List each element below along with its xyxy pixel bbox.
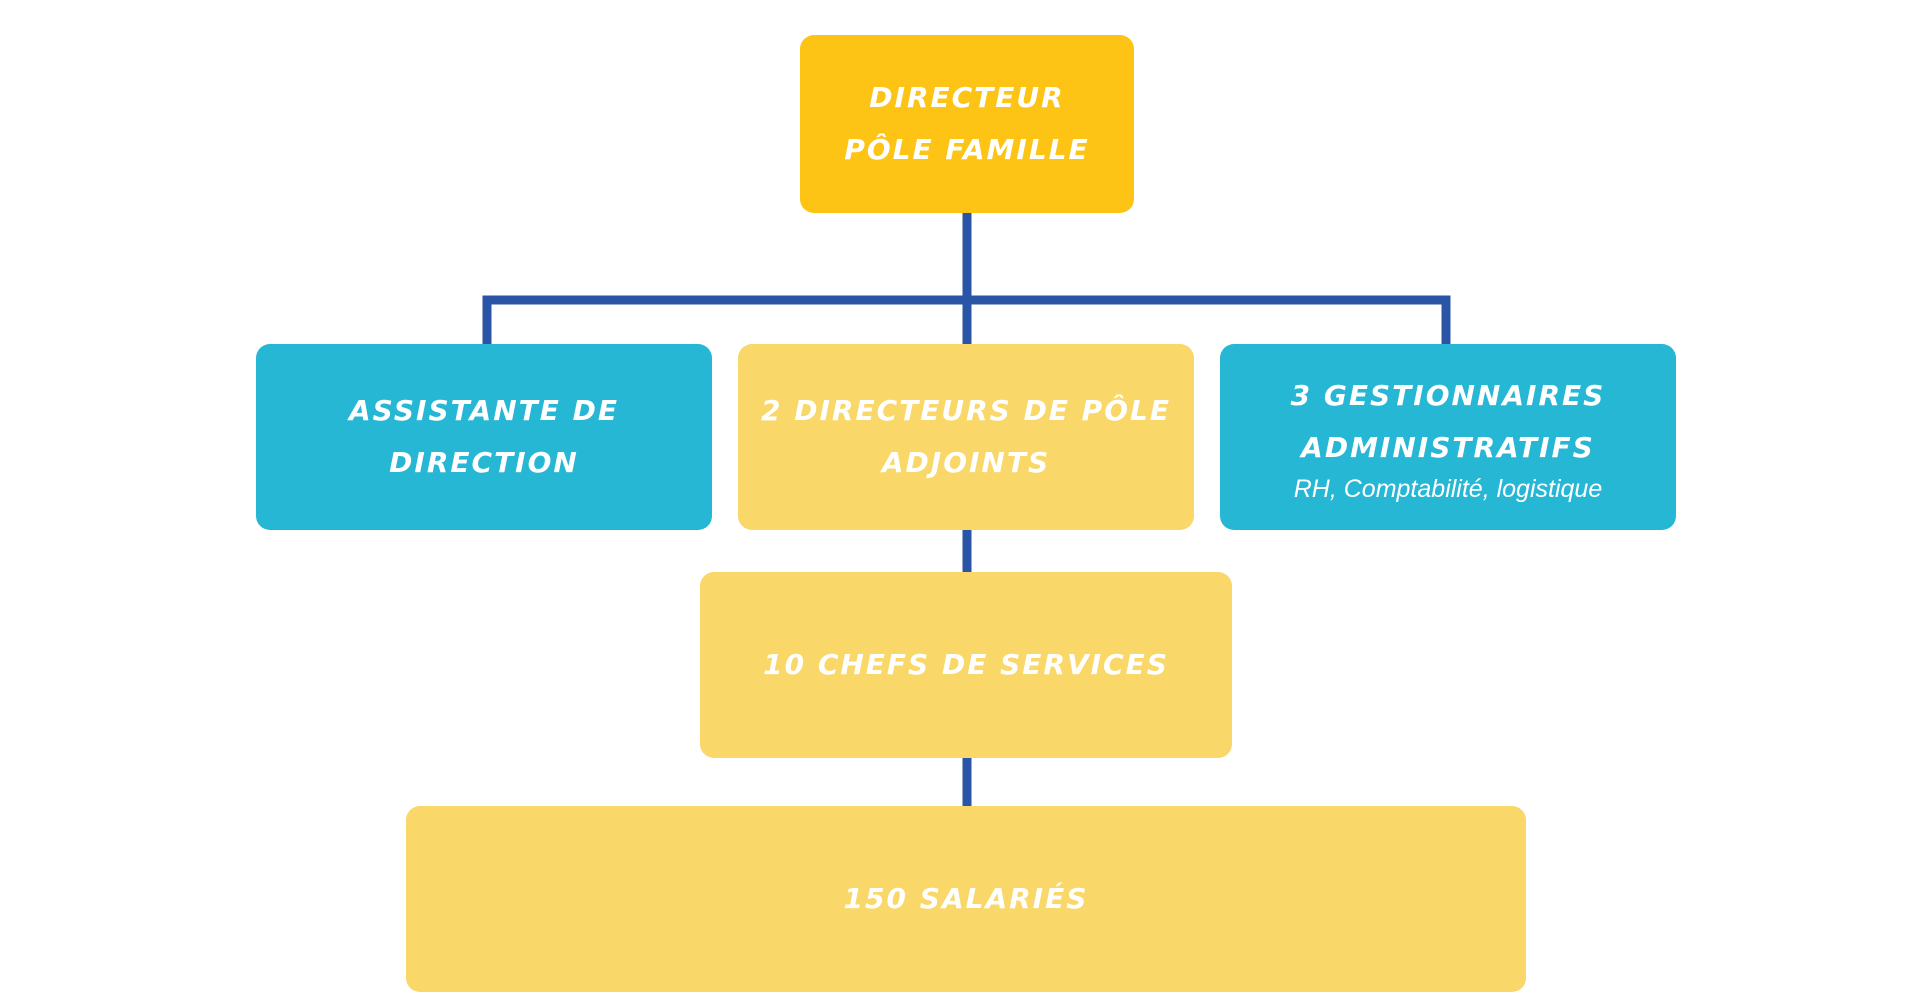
- chefs-box: 10 CHEFS DE SERVICES: [700, 572, 1232, 758]
- adjoints-label-line-1: 2 DIRECTEURS DE PÔLE: [761, 394, 1171, 427]
- chefs-label: 10 CHEFS DE SERVICES: [763, 648, 1169, 681]
- gestionnaires-subtitle: RH, Comptabilité, logistique: [1293, 475, 1603, 503]
- gestionnaires-label-line-2: ADMINISTRATIFS: [1301, 431, 1595, 464]
- gestionnaires-label-line-1: 3 GESTIONNAIRES: [1290, 379, 1606, 412]
- salaries-label: 150 SALARIÉS: [843, 882, 1089, 915]
- assistante-box: ASSISTANTE DE DIRECTION: [256, 344, 712, 530]
- director-title-line-2: PÔLE FAMILLE: [844, 133, 1090, 166]
- adjoints-box: 2 DIRECTEURS DE PÔLE ADJOINTS: [738, 344, 1194, 530]
- adjoints-label-line-2: ADJOINTS: [881, 446, 1051, 479]
- director-title-line-1: DIRECTEUR: [869, 81, 1065, 114]
- assistante-label: ASSISTANTE DE DIRECTION: [349, 394, 619, 479]
- director-box: DIRECTEUR PÔLE FAMILLE: [800, 35, 1134, 213]
- salaries-box: 150 SALARIÉS: [406, 806, 1526, 992]
- gestionnaires-box: 3 GESTIONNAIRES ADMINISTRATIFS RH, Compt…: [1220, 344, 1676, 530]
